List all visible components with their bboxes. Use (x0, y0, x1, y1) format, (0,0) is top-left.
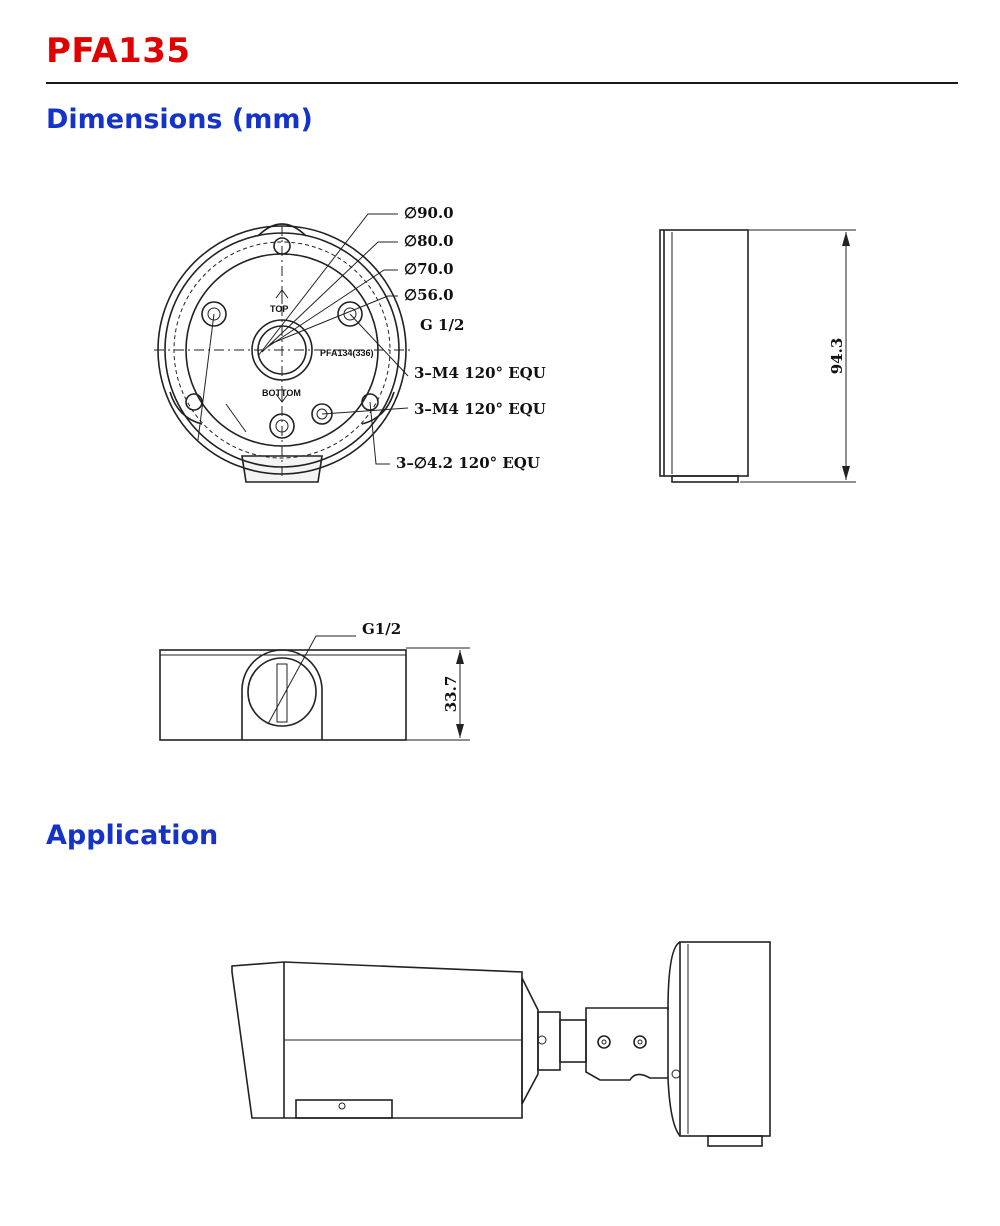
callout-m4-holes-a: 3–M4 120° EQU (414, 364, 546, 382)
dimensions-heading: Dimensions (mm) (46, 104, 313, 135)
model-mark: PFA134(336) (320, 348, 374, 358)
callout-dia-4-2-holes: 3–∅4.2 120° EQU (396, 454, 540, 472)
bottom-mark: BOTTOM (262, 388, 301, 398)
callout-dia-90: ∅90.0 (404, 204, 454, 222)
callout-dia-70: ∅70.0 (404, 260, 454, 278)
callout-g-thread: G 1/2 (420, 316, 464, 334)
application-drawing (231, 941, 771, 1147)
side-view-drawing (659, 229, 856, 483)
top-mark: TOP (270, 304, 288, 314)
callout-m4-holes-b: 3–M4 120° EQU (414, 400, 546, 418)
product-title: PFA135 (46, 31, 191, 71)
application-heading: Application (46, 820, 219, 851)
height-dimension-94-3: 94.3 (828, 338, 846, 375)
bottom-view-drawing (159, 635, 470, 741)
thread-label-g1-2: G1/2 (362, 620, 401, 638)
callout-dia-56: ∅56.0 (404, 286, 454, 304)
height-dimension-33-7: 33.7 (442, 676, 460, 713)
title-divider (46, 82, 958, 84)
callout-dia-80: ∅80.0 (404, 232, 454, 250)
front-view-drawing (154, 213, 410, 483)
